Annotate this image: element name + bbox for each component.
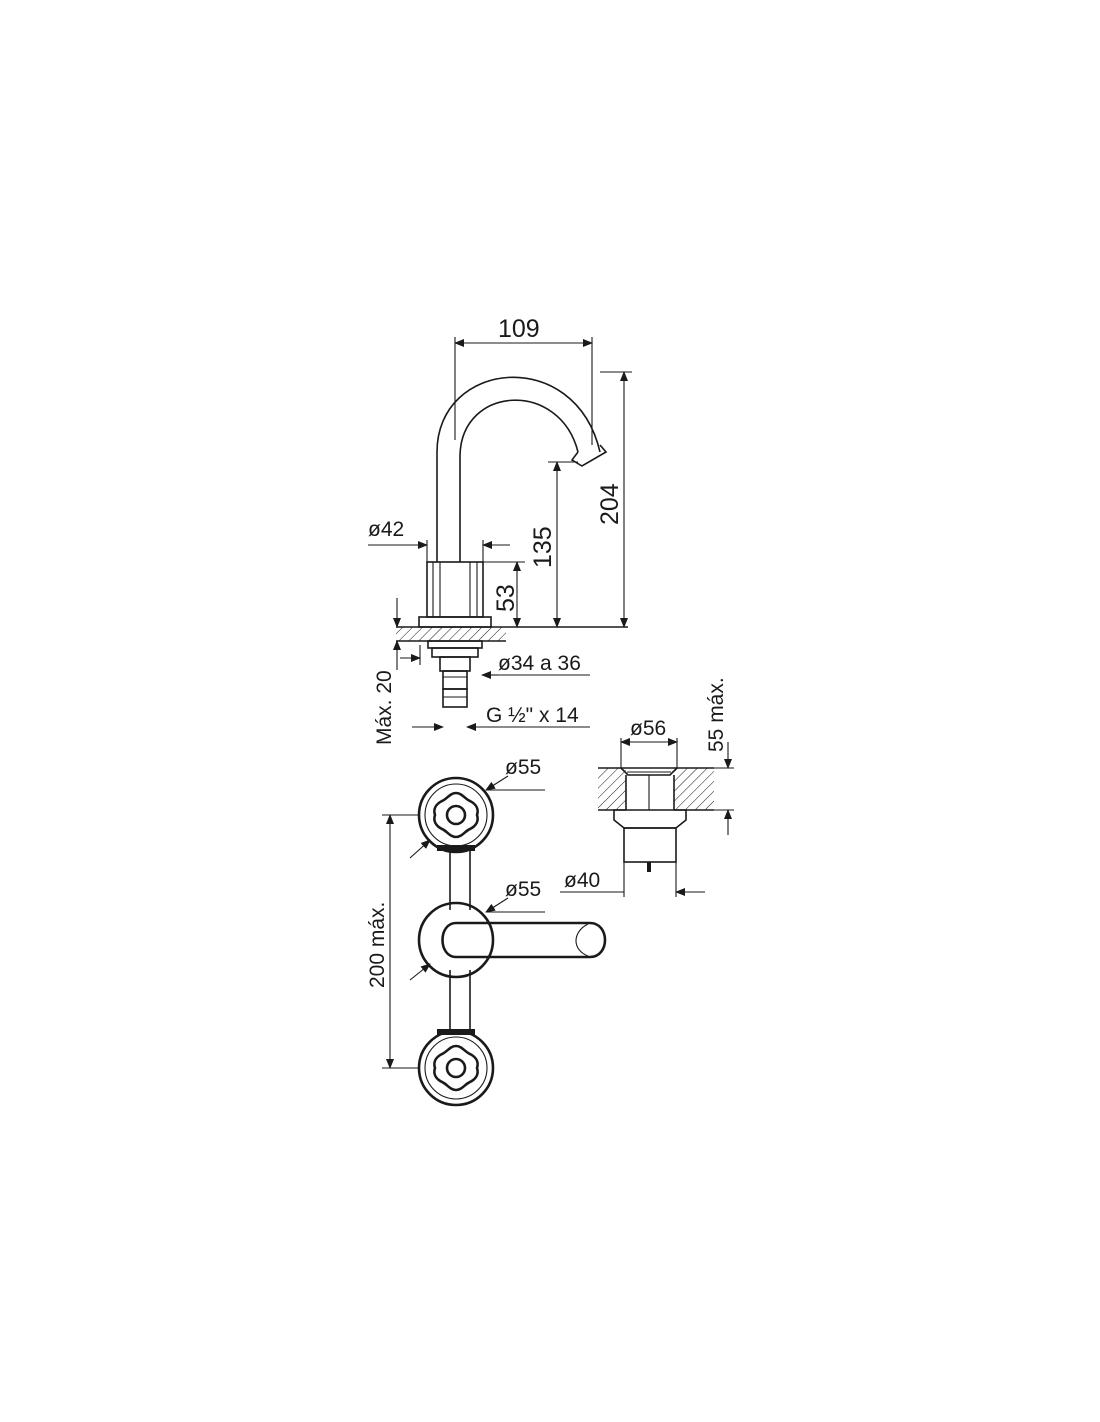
spout-tip [570,444,608,467]
dim-thread-label: G ½" x 14 [486,704,579,727]
plan-view: ø55 ø55 200 máx. [366,756,607,1107]
dim-body-diameter-label: ø40 [564,869,600,892]
dim-hole-diameter-label: ø34 a 36 [498,652,581,675]
faucet-body [426,561,484,618]
dim-spout-height-label: 135 [529,526,557,568]
drain-section: ø56 55 máx. ø40 [560,677,734,897]
dim-body-height-label: 53 [492,584,520,612]
dim-max-deck-label: Máx. 20 [373,670,396,745]
dim-max-depth-label: 55 máx. [705,677,728,752]
deck-hatch [396,627,506,641]
bottom-handle [417,1029,495,1107]
drain-hatch-right [674,768,714,810]
spout-outer [436,376,601,562]
dim-flange-diameter-label: ø56 [630,717,666,740]
dim-total-height-label: 204 [596,483,624,525]
dim-spout-base-label: ø55 [505,878,541,901]
drain-hatch-left [598,768,626,810]
top-handle [417,776,495,854]
dim-width-label: 109 [498,315,540,343]
spout-inner [459,399,579,562]
dim-spacing-label: 200 máx. [366,902,389,988]
dim-top-handle-label: ø55 [505,756,541,779]
faucet-elevation: 109 204 135 53 ø42 ø34 a 36 Máx. 20 [368,315,632,745]
spout-base-lever [417,901,607,979]
dim-body-diameter-label: ø42 [368,518,404,541]
